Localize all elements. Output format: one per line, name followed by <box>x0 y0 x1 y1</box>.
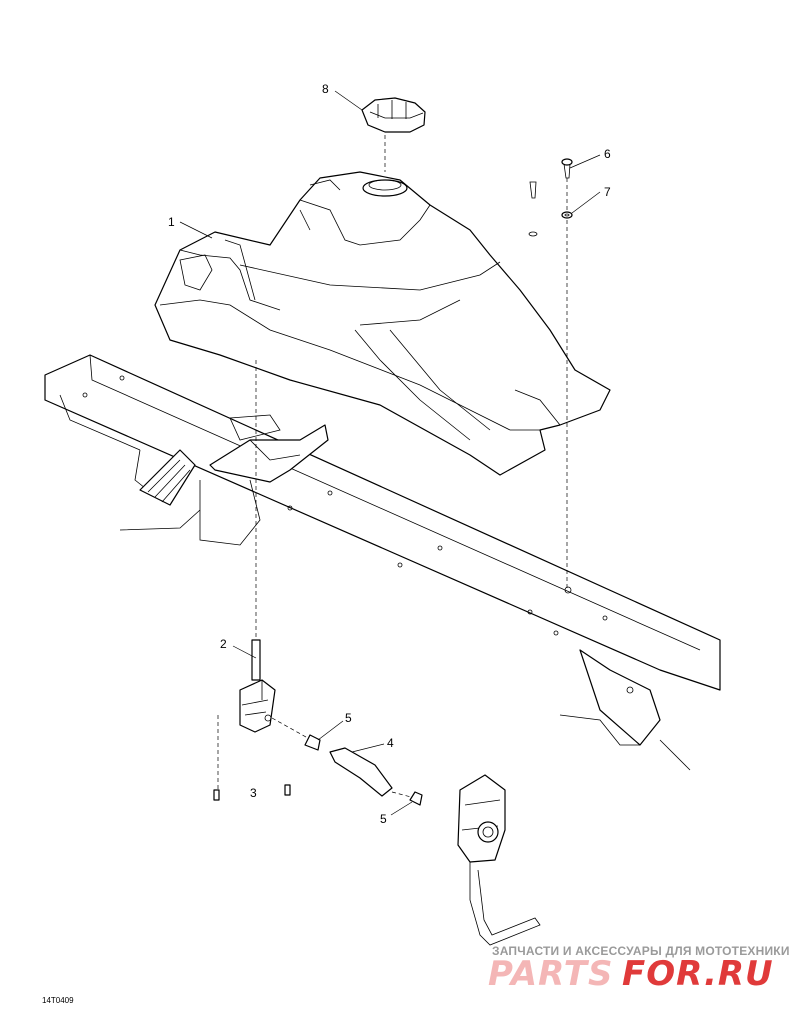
reference-code: 14T0409 <box>42 996 74 1005</box>
callout-8: 8 <box>322 82 329 96</box>
carburetor-icon <box>457 774 541 946</box>
callout-5b: 5 <box>380 812 387 826</box>
callout-7: 7 <box>604 185 611 199</box>
watermark: ЗАПЧАСТИ И АКСЕССУАРЫ ДЛЯ МОТОТЕХНИКИ PA… <box>488 944 790 994</box>
fuel-valve-icon <box>213 639 291 801</box>
bracket-icon <box>139 414 329 506</box>
leader-lines <box>179 90 601 816</box>
assembly-lines <box>255 135 568 640</box>
screw-icon <box>528 158 573 237</box>
watermark-tagline: ЗАПЧАСТИ И АКСЕССУАРЫ ДЛЯ МОТОТЕХНИКИ <box>492 944 790 958</box>
callout-1: 1 <box>168 215 175 229</box>
callout-3: 3 <box>250 786 257 800</box>
watermark-logo-right: FOR.RU <box>622 954 774 994</box>
filler-cap-icon <box>361 97 426 133</box>
fuel-tank-icon <box>154 171 611 476</box>
watermark-logo-left: PARTS <box>488 954 613 994</box>
callout-labels: 1 2 3 4 5 5 6 7 8 <box>168 82 611 826</box>
fuel-hose-icon <box>271 717 423 806</box>
frame-icon <box>44 354 721 771</box>
callout-5a: 5 <box>345 711 352 725</box>
callout-2: 2 <box>220 637 227 651</box>
callout-4: 4 <box>387 736 394 750</box>
callout-6: 6 <box>604 147 611 161</box>
